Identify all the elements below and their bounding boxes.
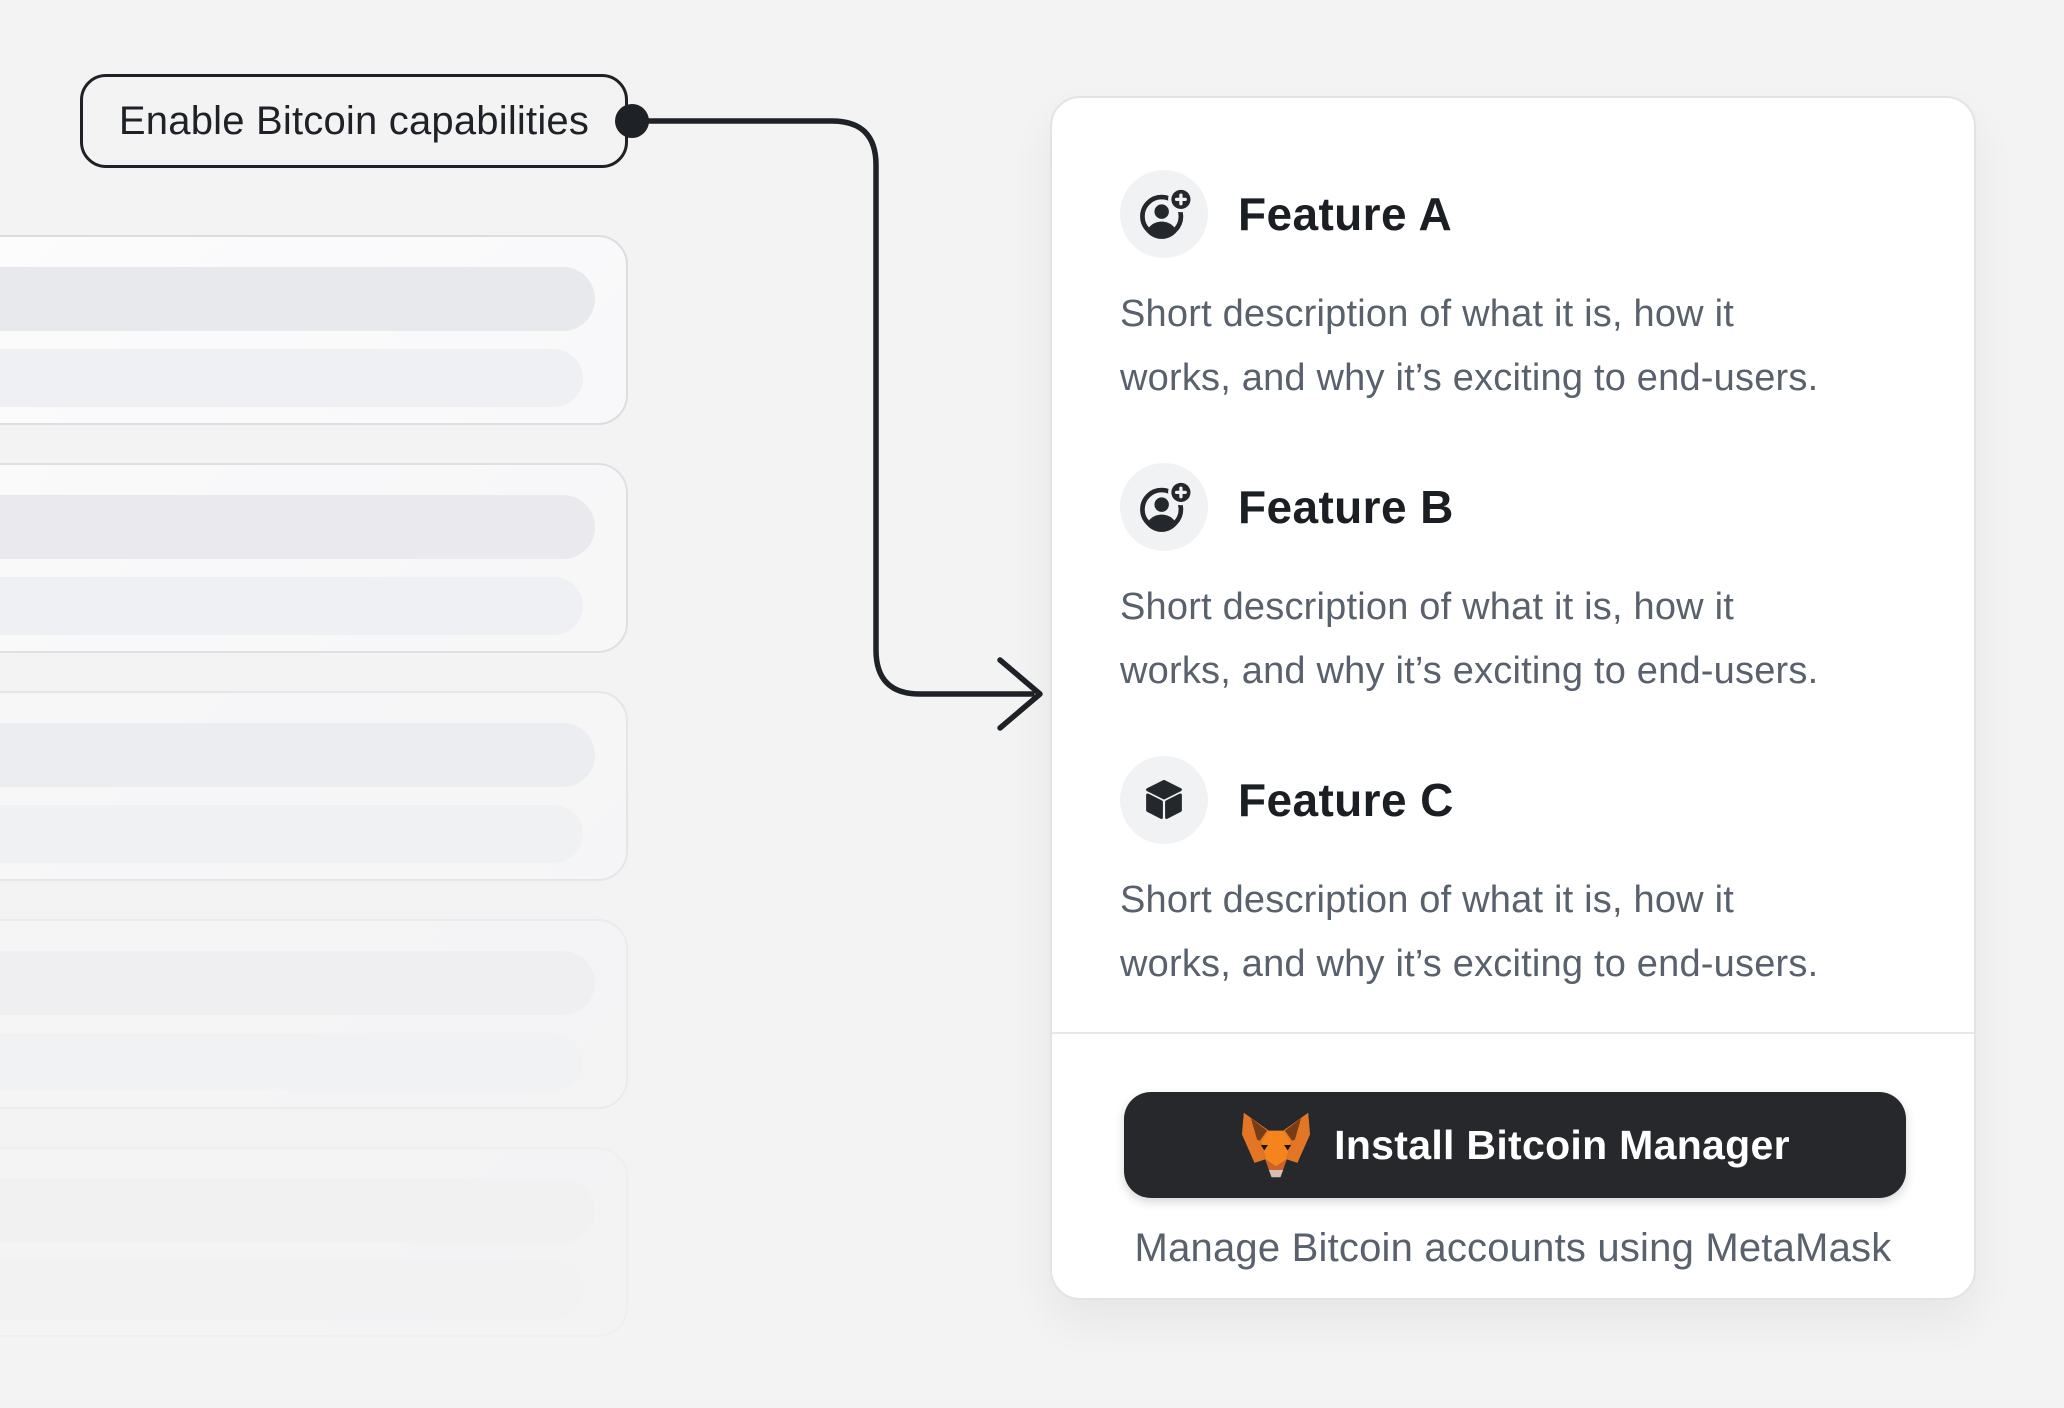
feature-description: Short description of what it is, how it … [1120,282,1920,410]
feature-row-c: Feature C Short description of what it i… [1052,756,1974,1049]
feature-description-line: works, and why it’s exciting to end-user… [1120,650,1819,692]
feature-a-icon-circle [1120,170,1208,258]
user-add-icon [1140,186,1192,239]
callout-label: Enable Bitcoin capabilities [80,74,628,168]
skeleton-bar [0,951,595,1015]
feature-description-line: Short description of what it is, how it [1120,293,1734,335]
skeleton-card [0,919,628,1109]
feature-description-line: works, and why it’s exciting to end-user… [1120,943,1819,985]
arrowhead-icon [997,657,1043,731]
skeleton-bar [0,805,583,863]
skeleton-card [0,463,628,653]
skeleton-card [0,1147,628,1337]
feature-title: Feature B [1238,481,1454,533]
feature-panel: Feature A Short description of what it i… [1050,96,1976,1300]
feature-row-a: Feature A Short description of what it i… [1052,170,1974,463]
install-button-label: Install Bitcoin Manager [1334,1121,1790,1168]
callout-text: Enable Bitcoin capabilities [118,98,590,143]
user-add-icon [1140,479,1192,532]
skeleton-bar [0,1179,595,1243]
feature-description-line: Short description of what it is, how it [1120,586,1734,628]
skeleton-bar [0,577,583,635]
feature-b-icon-circle [1120,463,1208,551]
feature-description-line: works, and why it’s exciting to end-user… [1120,357,1819,399]
skeleton-bar [0,349,583,407]
feature-row-b: Feature B Short description of what it i… [1052,463,1974,756]
metamask-fox-icon [1242,1112,1311,1178]
divider [1052,1032,1974,1034]
skeleton-bar [0,495,595,559]
skeleton-bar [0,1033,583,1091]
feature-c-icon-circle [1120,756,1208,844]
skeleton-card [0,691,628,881]
feature-description-line: Short description of what it is, how it [1120,879,1734,921]
feature-description: Short description of what it is, how it … [1120,575,1920,703]
feature-title: Feature C [1238,774,1454,826]
skeleton-bar [0,267,595,331]
skeleton-card [0,235,628,425]
feature-description: Short description of what it is, how it … [1120,868,1920,996]
install-bitcoin-manager-button[interactable]: Install Bitcoin Manager [1124,1092,1906,1198]
skeleton-bar [0,723,595,787]
connector-line [629,118,1035,697]
skeleton-bar [0,1261,583,1319]
feature-title: Feature A [1238,188,1453,240]
button-caption: Manage Bitcoin accounts using MetaMask [1134,1226,1892,1270]
cube-icon [1146,779,1182,819]
